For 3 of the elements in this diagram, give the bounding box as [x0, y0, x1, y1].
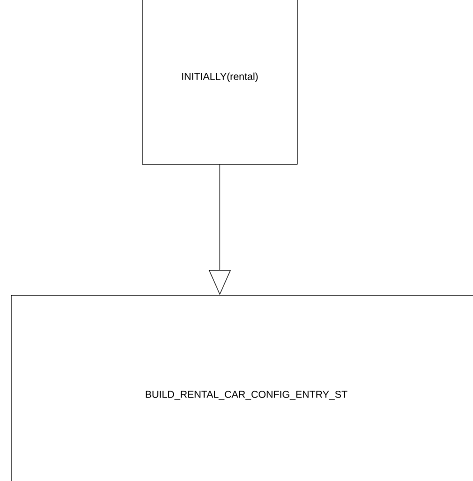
process-box: INITIALLY(rental) — [142, 0, 298, 165]
arrow — [208, 164, 231, 295]
process-box: BUILD_RENTAL_CAR_CONFIG_ENTRY_ST — [11, 295, 473, 481]
